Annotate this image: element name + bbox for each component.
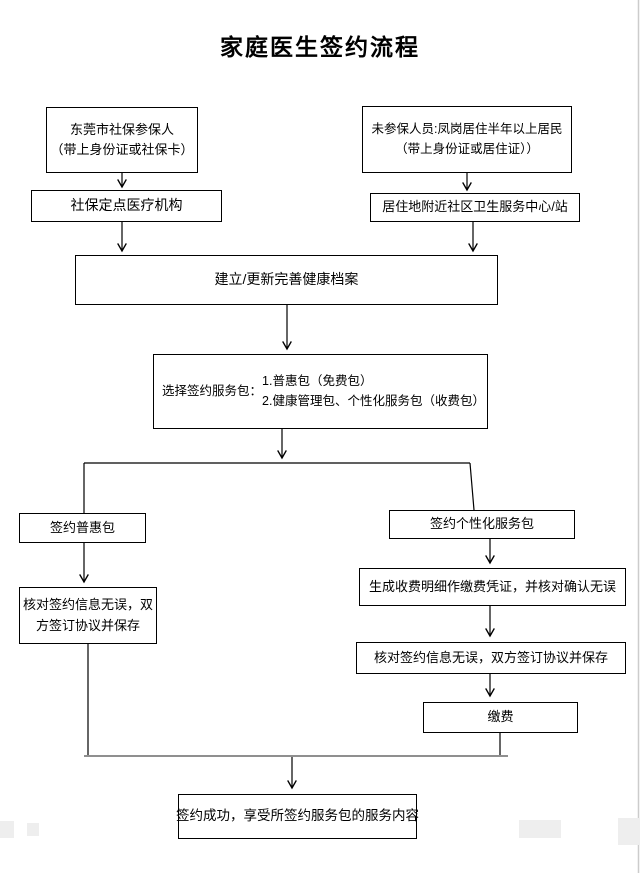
edge-smudge <box>27 823 39 836</box>
node-text: 未参保人员:凤岗居住半年以上居民 <box>371 122 563 137</box>
package-option-1: 1.普惠包（免费包） <box>262 374 373 389</box>
split-right-drop <box>469 462 475 511</box>
edge-smudge <box>618 818 640 845</box>
node-pay: 缴费 <box>423 702 578 733</box>
node-text: 选择签约服务包： <box>162 383 263 398</box>
page-title: 家庭医生签约流程 <box>220 34 420 60</box>
edge-smudge <box>0 821 14 838</box>
node-text: 缴费 <box>487 709 514 725</box>
node-generate-bill: 生成收费明细作缴费凭证，并核对确认无误 <box>359 568 626 606</box>
node-uninsured-resident: 未参保人员:凤岗居住半年以上居民 （带上身份证或居住证）） <box>362 106 572 173</box>
node-text: （带上身份证或社保卡） <box>50 142 194 157</box>
node-community-health-center: 居住地附近社区卫生服务中心/站 <box>370 193 580 222</box>
node-verify-info-left: 核对签约信息无误，双 方签订协议并保存 <box>19 587 157 644</box>
node-text: 社保定点医疗机构 <box>70 197 183 214</box>
node-text: 东莞市社保参保人 <box>69 121 174 137</box>
package-options: 1.普惠包（免费包） 2.健康管理包、个性化服务包（收费包） <box>262 372 485 411</box>
node-text: 方签订协议并保存 <box>35 617 140 633</box>
node-health-record: 建立/更新完善健康档案 <box>75 255 498 305</box>
node-sign-success: 签约成功，享受所签约服务包的服务内容 <box>176 794 419 839</box>
node-sign-personalized-package: 签约个性化服务包 <box>389 510 575 539</box>
node-text: （带上身份证或居住证）） <box>395 141 539 156</box>
node-text: 签约成功，享受所签约服务包的服务内容 <box>176 808 419 824</box>
package-option-2: 2.健康管理包、个性化服务包（收费包） <box>262 393 485 408</box>
node-text: 核对签约信息无误，双方签订协议并保存 <box>373 649 608 665</box>
node-text: 签约个性化服务包 <box>429 516 534 532</box>
node-text: 核对签约信息无误，双 <box>22 597 153 613</box>
node-verify-info-right: 核对签约信息无误，双方签订协议并保存 <box>356 642 626 674</box>
node-choose-package: 选择签约服务包： 1.普惠包（免费包） 2.健康管理包、个性化服务包（收费包） <box>153 354 488 429</box>
node-text: 签约普惠包 <box>49 519 115 535</box>
node-sign-basic-package: 签约普惠包 <box>19 513 146 543</box>
edge-smudge <box>519 820 561 838</box>
node-text: 生成收费明细作缴费凭证，并核对确认无误 <box>368 578 616 594</box>
node-text: 居住地附近社区卫生服务中心/站 <box>382 199 568 215</box>
node-social-security-org: 社保定点医疗机构 <box>31 190 222 222</box>
node-text: 建立/更新完善健康档案 <box>214 271 359 288</box>
node-insured-resident: 东莞市社保参保人 （带上身份证或社保卡） <box>46 107 198 173</box>
